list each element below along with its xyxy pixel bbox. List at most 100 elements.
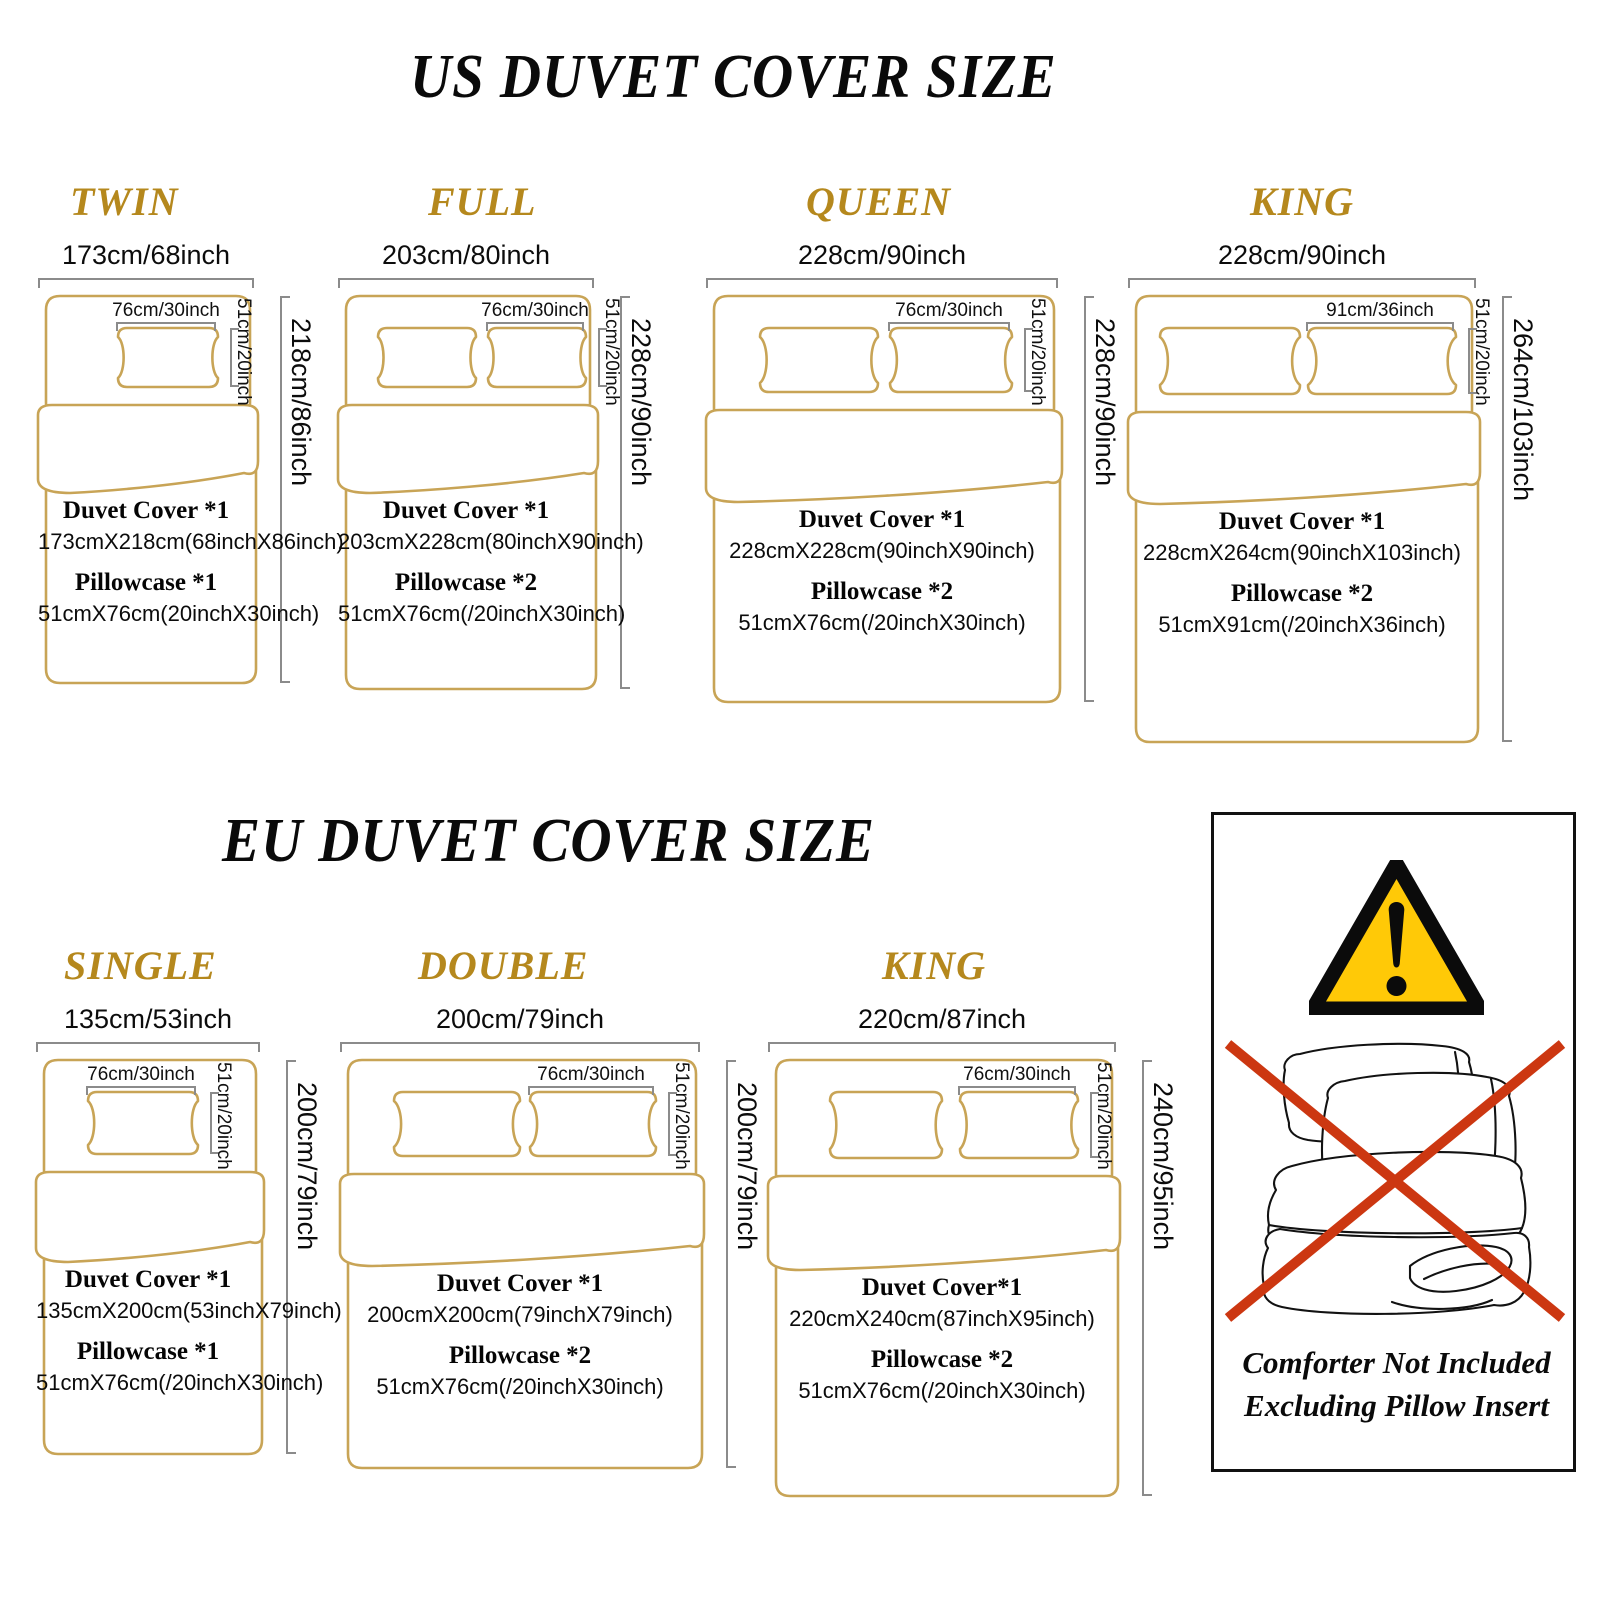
us-section-title: US DUVET COVER SIZE: [410, 43, 1057, 111]
bed-outline-drawing: [338, 1058, 706, 1470]
pillowcase-size: 51cmX76cm(20inchX30inch): [38, 601, 320, 626]
pillow-width-dimension-line: [116, 322, 216, 331]
bed-width-dimension-line: [338, 278, 594, 289]
bed-height-dimension-label: 228cm/90inch: [1090, 318, 1120, 487]
pillow-outline-2: [528, 1090, 658, 1158]
bed-width-dimension-label: 228cm/90inch: [797, 240, 967, 270]
pillow-width-dimension-line: [888, 322, 1010, 331]
bed-height-dimension-line: [726, 1060, 737, 1468]
pillow-height-dimension-line: [230, 328, 239, 387]
bed-outline-drawing: [36, 294, 260, 685]
bed-size-name: KING: [882, 943, 987, 988]
bed-height-dimension-line: [286, 1060, 297, 1454]
pillowcase-title: Pillowcase *2: [394, 569, 538, 596]
duvet-cover-size: 228cmX264cm(90inchX103inch): [1143, 540, 1461, 565]
bed-height-dimension-label: 218cm/86inch: [286, 318, 316, 487]
bed-outline-drawing: [1126, 294, 1482, 744]
warning-box: Comforter Not Included Excluding Pillow …: [1211, 812, 1576, 1472]
bed-contents-text: Duvet Cover*1 220cmX240cm(87inchX95inch) P…: [768, 1274, 1116, 1404]
duvet-cover-size: 200cmX200cm(79inchX79inch): [367, 1302, 673, 1327]
pillow-height-dimension-label: 51cm/20inch: [213, 1062, 234, 1170]
folded-duvet-band: [336, 403, 600, 495]
duvet-cover-title: Duvet Cover *1: [1218, 508, 1386, 535]
bed-width-dimension-line: [1128, 278, 1476, 289]
pillow-width-dimension-line: [958, 1086, 1076, 1095]
bed-height-dimension-line: [1084, 296, 1095, 702]
pillow-outline-1: [86, 1090, 200, 1156]
pillowcase-size: 51cmX76cm(/20inchX30inch): [738, 610, 1026, 635]
bed-size-name: SINGLE: [64, 943, 217, 988]
bed-height-dimension-line: [620, 296, 631, 689]
warning-triangle-icon: [1309, 860, 1484, 1015]
pillowcase-size: 51cmX76cm(/20inchX30inch): [36, 1370, 324, 1395]
pillow-height-dimension-label: 51cm/20inch: [233, 298, 254, 406]
bed-size-name: DOUBLE: [418, 943, 589, 988]
duvet-cover-title: Duvet Cover *1: [62, 497, 230, 524]
duvet-cover-title: Duvet Cover *1: [436, 1270, 604, 1297]
bed-height-dimension-label: 264cm/103inch: [1508, 318, 1538, 502]
pillow-height-dimension-line: [1024, 328, 1033, 392]
bed-height-dimension-label: 228cm/90inch: [626, 318, 656, 487]
duvet-cover-title: Duvet Cover *1: [798, 506, 966, 533]
pillowcase-title: Pillowcase *2: [870, 1346, 1014, 1373]
comforter-not-included-illustration: [1224, 1040, 1566, 1322]
pillow-height-dimension-line: [210, 1092, 219, 1154]
pillowcase-title: Pillowcase *2: [810, 578, 954, 605]
warning-caption-line1: Comforter Not Included: [1242, 1345, 1551, 1380]
pillowcase-title: Pillowcase *2: [1230, 580, 1374, 607]
pillow-height-dimension-label: 51cm/20inch: [1471, 298, 1492, 406]
bed-contents-text: Duvet Cover *1 228cmX264cm(90inchX103inch…: [1128, 508, 1476, 638]
pillow-width-dimension-label: 76cm/30inch: [112, 300, 220, 321]
duvet-cover-size: 220cmX240cm(87inchX95inch): [789, 1306, 1095, 1331]
bed-contents-text: Duvet Cover *1 173cmX218cm(68inchX86inch)…: [38, 497, 344, 627]
pillow-outline-2: [888, 326, 1014, 394]
pillow-outline-1: [392, 1090, 522, 1158]
bed-width-dimension-line: [38, 278, 254, 289]
duvet-cover-size: 203cmX228cm(80inchX90inch): [338, 529, 644, 554]
pillow-outline-1: [376, 326, 478, 389]
bed-outline-drawing: [766, 1058, 1122, 1498]
pillow-outline-2: [486, 326, 588, 389]
duvet-cover-size: 173cmX218cm(68inchX86inch): [38, 529, 344, 554]
bed-width-dimension-line: [706, 278, 1058, 289]
pillow-height-dimension-label: 51cm/20inch: [601, 298, 622, 406]
pillow-outline-1: [1158, 326, 1302, 396]
pillow-height-dimension-line: [1090, 1092, 1099, 1158]
bed-outline-drawing: [34, 1058, 266, 1456]
duvet-cover-title: Duvet Cover *1: [64, 1266, 232, 1293]
pillow-height-dimension-line: [1468, 328, 1477, 394]
pillow-outline-2: [1306, 326, 1458, 396]
bed-width-dimension-line: [340, 1042, 700, 1053]
pillow-height-dimension-line: [598, 328, 607, 387]
bed-size-name: KING: [1250, 179, 1355, 224]
pillow-outline-1: [828, 1090, 944, 1160]
pillowcase-title: Pillowcase *2: [448, 1342, 592, 1369]
bed-width-dimension-label: 135cm/53inch: [63, 1004, 233, 1034]
duvet-cover-size: 135cmX200cm(53inchX79inch): [36, 1298, 342, 1323]
pillow-width-dimension-label: 76cm/30inch: [481, 300, 589, 321]
folded-duvet-band: [704, 408, 1064, 504]
duvet-cover-title: Duvet Cover*1: [861, 1274, 1023, 1301]
bed-height-dimension-label: 200cm/79inch: [292, 1082, 322, 1251]
bed-width-dimension-label: 200cm/79inch: [435, 1004, 605, 1034]
pillow-width-dimension-line: [486, 322, 584, 331]
bed-height-dimension-line: [1502, 296, 1513, 742]
pillow-width-dimension-line: [86, 1086, 196, 1095]
folded-duvet-band: [34, 1170, 266, 1264]
pillowcase-size: 51cmX91cm(/20inchX36inch): [1158, 612, 1446, 637]
pillow-width-dimension-line: [1306, 322, 1454, 331]
bed-height-dimension-label: 240cm/95inch: [1148, 1082, 1178, 1251]
warning-caption-line2: Excluding Pillow Insert: [1244, 1388, 1549, 1423]
pillow-outline-2: [958, 1090, 1080, 1160]
pillowcase-size: 51cmX76cm(/20inchX30inch): [338, 601, 626, 626]
pillow-width-dimension-line: [528, 1086, 654, 1095]
pillowcase-size: 51cmX76cm(/20inchX30inch): [376, 1374, 664, 1399]
pillow-height-dimension-label: 51cm/20inch: [671, 1062, 692, 1170]
bed-outline-drawing: [704, 294, 1064, 704]
bed-contents-text: Duvet Cover *1 135cmX200cm(53inchX79inch)…: [36, 1266, 342, 1396]
folded-duvet-band: [766, 1174, 1122, 1272]
bed-width-dimension-label: 228cm/90inch: [1217, 240, 1387, 270]
bed-outline-drawing: [336, 294, 600, 691]
